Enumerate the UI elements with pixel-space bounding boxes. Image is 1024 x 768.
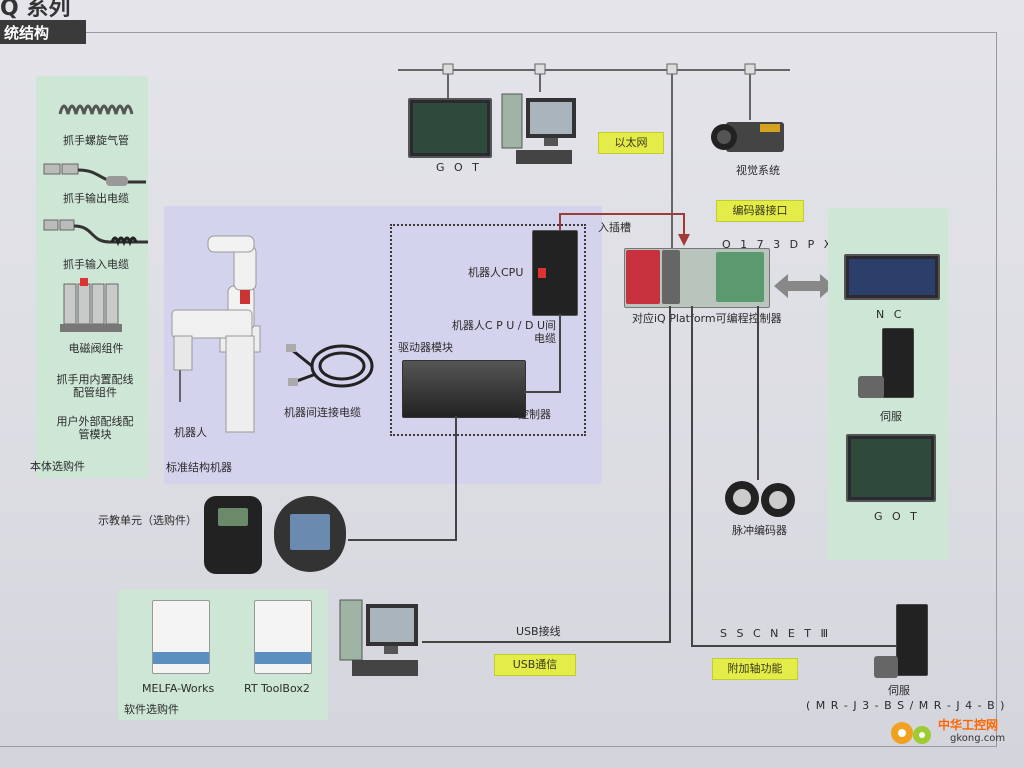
spiral-tube-icon [58, 104, 134, 115]
connection-cable-label: 机器间连接电缆 [284, 406, 361, 419]
robot-cpu-slot [538, 268, 546, 278]
body-options-footer: 本体选购件 [30, 460, 85, 473]
watermark-cn: 中华工控网 [938, 718, 999, 732]
pulse-encoder-label: 脉冲编码器 [732, 524, 787, 537]
option-output-cable: 抓手输出电缆 [63, 192, 129, 205]
vision-system-label: 视觉系统 [736, 164, 780, 177]
input-cable-icon [43, 219, 148, 247]
header-rule [86, 32, 996, 33]
nc-display [844, 254, 940, 300]
got-right-label: G O T [874, 510, 920, 523]
section-title: 统结构 [4, 24, 50, 42]
servo-bottom-unit [896, 604, 928, 676]
robot-label: 机器人 [174, 426, 207, 439]
rt-toolbox-label: RT ToolBox2 [244, 682, 310, 695]
page-title-top: Q 系列 [0, 0, 71, 21]
melfa-works-label: MELFA-Works [142, 682, 215, 695]
rt-toolbox-band [255, 652, 311, 664]
frame-bottom [0, 746, 997, 747]
q173dpx-label: Q 1 7 3 D P X [722, 238, 835, 251]
plc-cpu-module [662, 250, 680, 304]
option-internal-wiring: 抓手用内置配线 配管组件 [56, 373, 134, 399]
pulse-encoder-icon [725, 481, 795, 517]
pc-bottom-icon [339, 599, 418, 676]
output-cable-icon [43, 163, 146, 186]
robot-cpu-unit [532, 230, 578, 316]
slot-label: 入插槽 [598, 221, 631, 234]
option-spiral-tube: 抓手螺旋气管 [63, 134, 129, 147]
servo-bottom-motor [874, 656, 898, 678]
body-options-panel [36, 76, 148, 478]
watermark-url: gkong.com [950, 733, 1006, 744]
servo-right-motor [858, 376, 884, 398]
nc-label: N C [876, 308, 905, 321]
driver-module-label: 驱动器模块 [398, 341, 453, 354]
pc-top-icon [501, 93, 576, 164]
plc-io-module [716, 252, 764, 302]
servo-right-label: 伺服 [880, 410, 902, 423]
option-external-wiring: 用户外部配线配 管模块 [56, 415, 134, 441]
teaching-pendant-a-screen [218, 508, 248, 526]
double-arrow-icon [774, 274, 834, 298]
aux-axis-tag: 附加轴功能 [712, 658, 798, 680]
gear-logo-icon [891, 722, 931, 744]
section-header-bar [0, 20, 86, 44]
ethernet-tag: 以太网 [598, 132, 664, 154]
plc-power-module [626, 250, 660, 304]
robot-cpu-label: 机器人CPU [468, 266, 524, 279]
solenoid-valve-icon [60, 278, 122, 332]
driver-module-unit [402, 360, 526, 418]
sscnet-label: S S C N E T Ⅲ [720, 627, 832, 640]
got-top-display [408, 98, 492, 158]
got-right-display [846, 434, 936, 502]
frame-right [996, 32, 997, 747]
software-options-footer: 软件选购件 [124, 703, 179, 716]
usb-line-label: USB接线 [516, 625, 561, 638]
option-solenoid-valve: 电磁阀组件 [68, 342, 124, 355]
controller-dashed-box [390, 224, 586, 436]
option-input-cable: 抓手输入电缆 [63, 258, 129, 271]
controller-label: 控制器 [518, 408, 551, 421]
teaching-unit-label: 示教单元（选购件） [98, 514, 197, 527]
usb-comm-tag: USB通信 [494, 654, 576, 676]
scara-robot-icon [171, 309, 255, 433]
melfa-works-band [153, 652, 209, 664]
got-top-label: G O T [436, 161, 482, 174]
servo-right-unit [882, 328, 914, 398]
cpu-du-cable-label: 机器人C P U / D U间 电缆 [451, 319, 556, 345]
servo-bottom-model: ( M R - J 3 - B S / M R - J 4 - B ) [806, 699, 1006, 712]
standard-machine-footer: 标准结构机器 [166, 461, 232, 474]
vision-camera-icon [711, 122, 784, 152]
connection-cable-icon [286, 344, 374, 388]
teaching-pendant-b-screen [290, 514, 330, 550]
encoder-interface-tag: 编码器接口 [716, 200, 804, 222]
servo-bottom-label: 伺服 [888, 684, 910, 697]
